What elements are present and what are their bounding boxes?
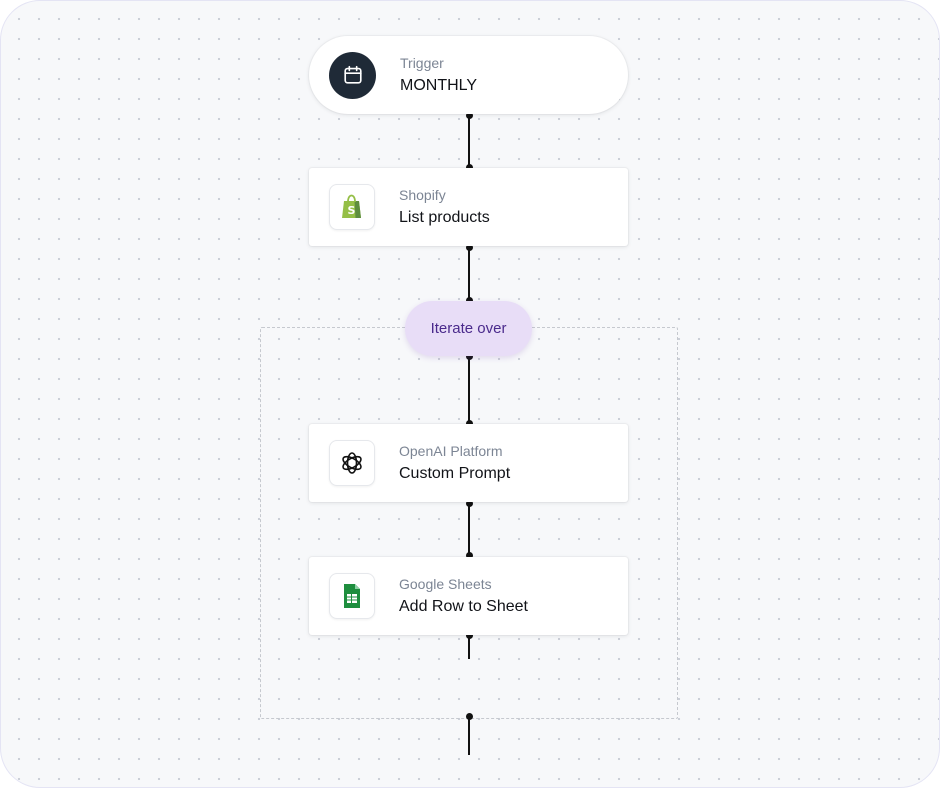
connector-dot bbox=[465, 713, 473, 720]
google-sheets-icon bbox=[329, 573, 375, 619]
connector-iterate-openai bbox=[468, 355, 470, 423]
step-node-shopify[interactable]: S Shopify List products bbox=[309, 168, 628, 246]
step-action-name: Add Row to Sheet bbox=[399, 597, 528, 615]
connector-dot bbox=[465, 112, 473, 119]
connector-dot bbox=[465, 632, 473, 639]
connector-dot bbox=[465, 244, 473, 251]
connector-openai-sheets bbox=[468, 503, 470, 555]
step-action-name: Custom Prompt bbox=[399, 464, 511, 482]
connector-dot bbox=[465, 552, 473, 559]
shopify-icon: S bbox=[329, 184, 375, 230]
step-action-name: List products bbox=[399, 208, 490, 226]
connector-sheets-end bbox=[468, 635, 470, 659]
connector-dot bbox=[465, 500, 473, 507]
step-app-name: Google Sheets bbox=[399, 575, 492, 592]
step-app-name: OpenAI Platform bbox=[399, 442, 503, 459]
connector-dot bbox=[465, 353, 473, 360]
trigger-label: Trigger bbox=[400, 54, 444, 71]
connector-shopify-iterate bbox=[468, 247, 470, 300]
trigger-node[interactable]: Trigger MONTHLY bbox=[309, 36, 628, 114]
trigger-value: MONTHLY bbox=[400, 76, 478, 94]
iterate-over-node[interactable]: Iterate over bbox=[405, 301, 532, 356]
openai-icon bbox=[329, 440, 375, 486]
svg-text:S: S bbox=[348, 204, 356, 217]
step-node-google-sheets[interactable]: Google Sheets Add Row to Sheet bbox=[309, 557, 628, 635]
step-app-name: Shopify bbox=[399, 186, 446, 203]
connector-dot bbox=[465, 420, 473, 427]
connector-loop-exit bbox=[468, 716, 470, 755]
step-node-openai[interactable]: OpenAI Platform Custom Prompt bbox=[309, 424, 628, 502]
connector-dot bbox=[465, 164, 473, 171]
calendar-icon bbox=[329, 51, 376, 99]
connector-dot bbox=[465, 297, 473, 304]
connector-trigger-shopify bbox=[468, 115, 470, 168]
